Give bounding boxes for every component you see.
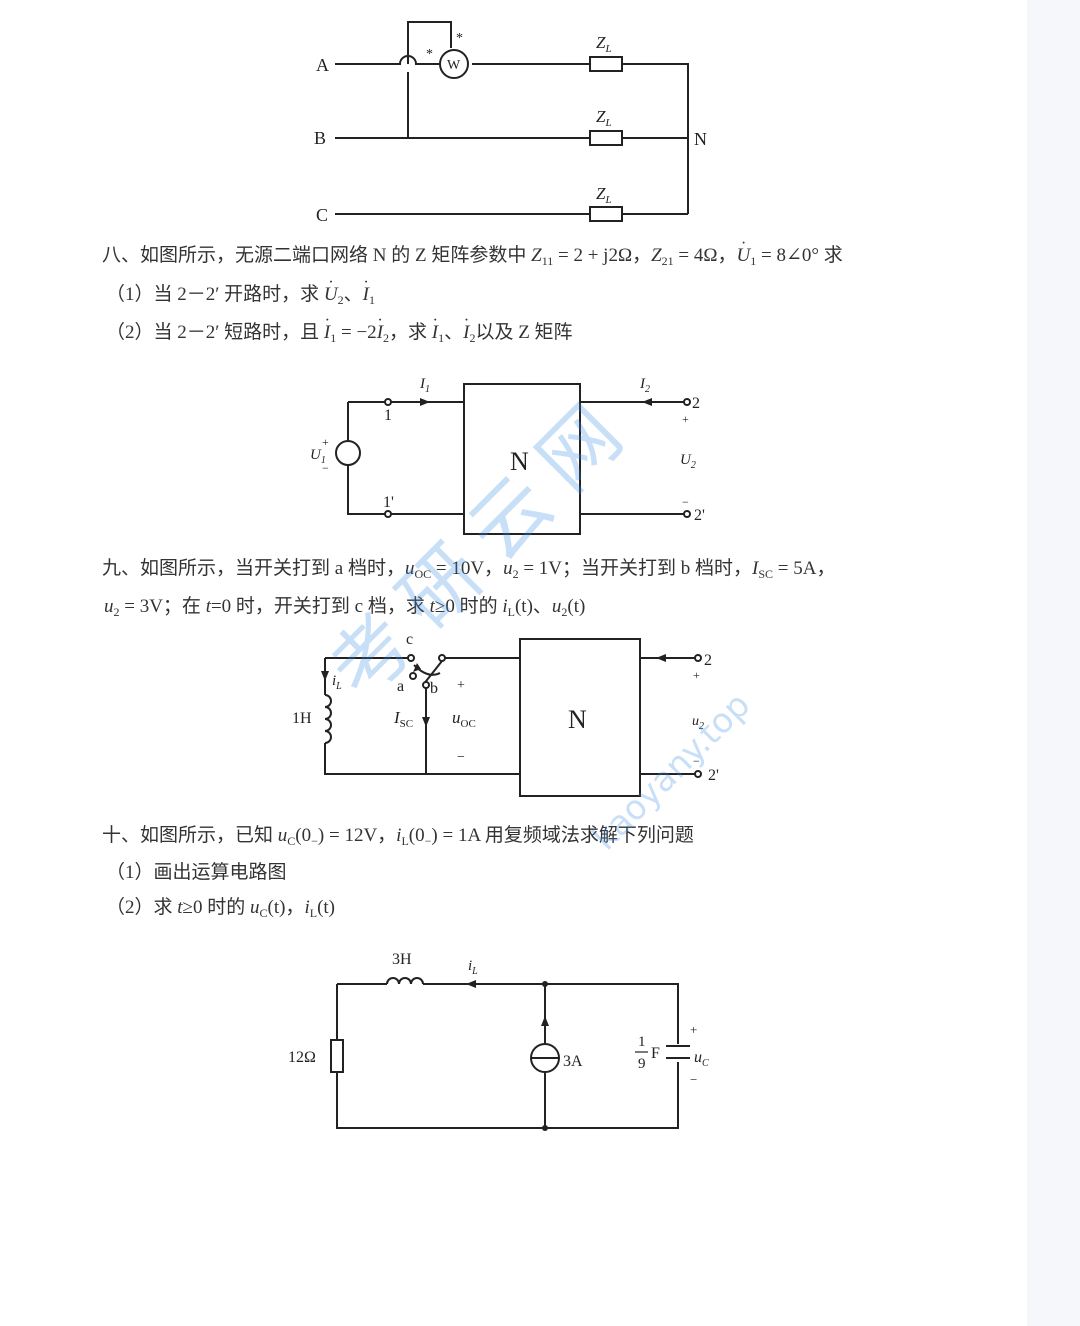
problem-8-question-2: （2）当 2－2′ 短路时，且 I1 = −2I2，求 I1、I2以及 Z 矩阵 (106, 321, 573, 350)
source-3a-label: 3A (563, 1053, 583, 1070)
cap-unit: F (651, 1045, 660, 1062)
line-b-label: B (314, 128, 326, 148)
current-il-label: iL (332, 673, 342, 692)
problem-8-stem: 八、如图所示，无源二端口网络 N 的 Z 矩阵参数中 Z11 = 2 + j2Ω… (102, 244, 843, 273)
cap-denominator: 9 (638, 1056, 646, 1072)
uoc-plus: + (457, 678, 465, 693)
line-c-label: C (316, 205, 328, 225)
current-i1-label: I1 (419, 376, 430, 395)
rlc-current-source-diagram: 3H 12Ω 3A iL 1 9 F uC + − (280, 940, 730, 1140)
problem-9-stem-line-2: u2 = 3V；在 t=0 时，开关打到 c 档，求 t≥0 时的 iL(t)、… (104, 596, 586, 619)
port-1-prime-label: 1' (383, 494, 394, 511)
voltage-u2-label: U2 (680, 452, 696, 471)
problem-8-question-1: （1）当 2－2′ 开路时，求 U2、I1 (106, 283, 375, 312)
current-il-label: iL (468, 958, 478, 977)
line-a-label: A (316, 55, 329, 75)
voltage-u1-label: U1 (310, 447, 326, 466)
resistor-12ohm-label: 12Ω (288, 1049, 316, 1066)
uc-minus: − (690, 1072, 697, 1087)
u2-plus: + (682, 412, 689, 426)
current-isc-label: ISC (393, 708, 413, 730)
polarity-mark-current: * (426, 47, 433, 62)
cap-numerator: 1 (638, 1034, 646, 1050)
load-c-label: ZL (596, 184, 612, 206)
voltage-u2-label: u2 (692, 714, 704, 732)
load-a-label: ZL (596, 33, 612, 55)
port-2-label: 2 (692, 395, 700, 412)
two-port-network-diagram: N 1 1' 2 2' I1 I2 U1 + − U2 + − (300, 360, 720, 540)
neutral-label: N (694, 129, 707, 149)
port-1-label: 1 (384, 407, 392, 424)
voltage-uc-label: uC (694, 1049, 709, 1069)
inductor-1h-label: 1H (292, 710, 312, 727)
port-2-prime-label: 2' (708, 767, 719, 784)
port-2-prime-label: 2' (694, 507, 705, 524)
wattmeter-label: W (447, 58, 461, 73)
u1-minus: − (322, 461, 329, 475)
u2-plus: + (693, 668, 700, 682)
switch-c-label: c (406, 631, 413, 648)
voltage-uoc-label: uOC (452, 708, 476, 730)
three-phase-circuit-diagram: A B C N W * * ZL ZL ZL (300, 10, 720, 230)
load-b-label: ZL (596, 107, 612, 129)
switch-network-diagram: c a b 1H iL ISC uOC + − N u2 + − 2 2' (280, 625, 760, 805)
inductor-3h-label: 3H (392, 951, 412, 968)
problem-10-question-1: （1）画出运算电路图 (106, 862, 287, 883)
u2-minus: − (693, 754, 700, 768)
network-n-label: N (568, 705, 587, 734)
uc-plus: + (690, 1022, 697, 1037)
switch-b-label: b (430, 680, 438, 697)
problem-10-stem: 十、如图所示，已知 uC(0−) = 12V，iL(0−) = 1A 用复频域法… (102, 825, 694, 848)
network-n-label: N (510, 447, 529, 476)
switch-a-label: a (397, 678, 404, 695)
current-i2-label: I2 (639, 376, 650, 395)
u1-plus: + (322, 435, 329, 449)
polarity-mark-voltage: * (456, 31, 463, 46)
problem-9-stem-line-1: 九、如图所示，当开关打到 a 档时，uOC = 10V，u2 = 1V；当开关打… (102, 558, 836, 581)
uoc-minus: − (457, 750, 465, 765)
right-margin-strip (1027, 0, 1080, 1326)
u2-minus: − (682, 495, 689, 509)
port-2-label: 2 (704, 652, 712, 669)
problem-10-question-2: （2）求 t≥0 时的 uC(t)，iL(t) (106, 897, 335, 920)
